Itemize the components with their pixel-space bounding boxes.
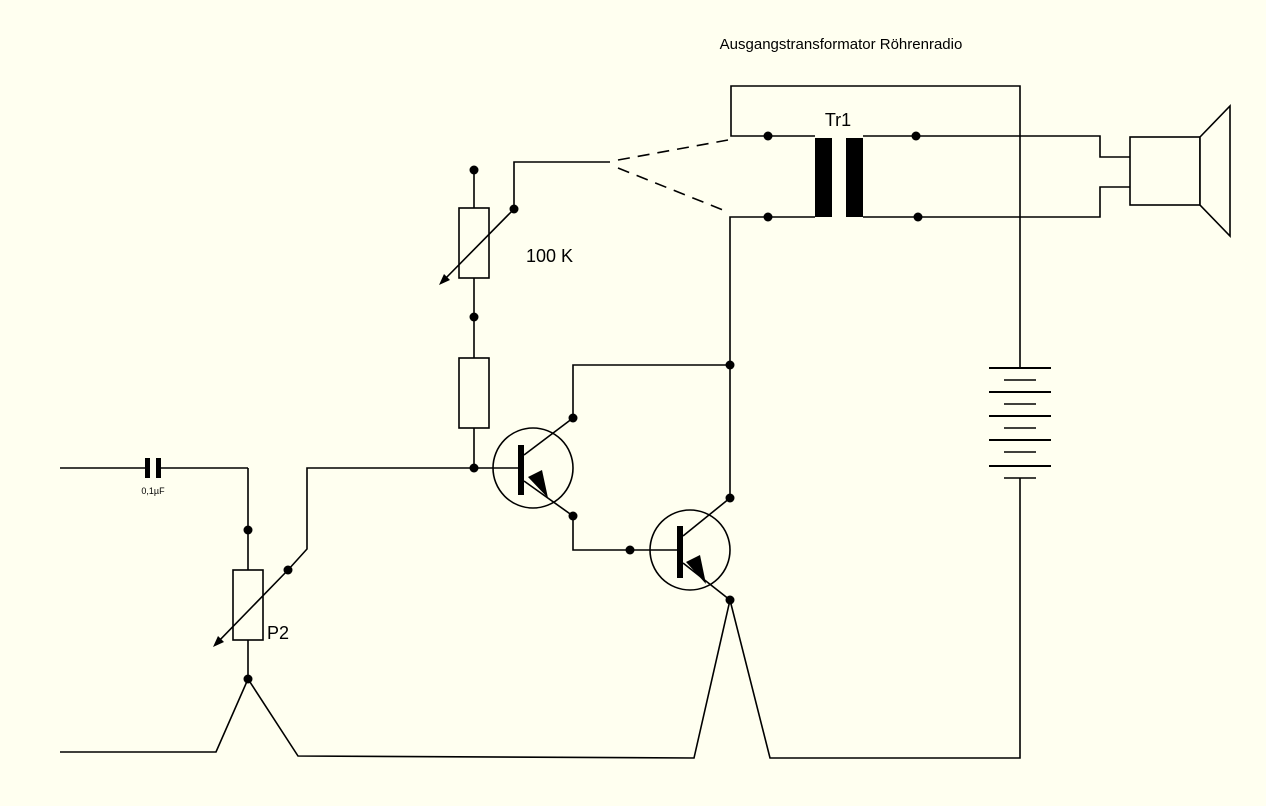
ground-return-wire — [60, 507, 1021, 759]
dashed-connection — [617, 139, 729, 213]
potentiometer-p2 — [213, 467, 474, 679]
capacitor-symbol — [145, 458, 161, 478]
battery-symbol — [989, 367, 1051, 507]
resistor-label: 100 K — [526, 246, 573, 266]
potentiometer-label: P2 — [267, 623, 289, 643]
transistor-wiring — [572, 216, 768, 551]
variable-resistor-100k — [439, 161, 610, 317]
input-wire — [60, 467, 249, 530]
transformer-label: Tr1 — [825, 110, 851, 130]
junction-dots — [243, 131, 923, 684]
speaker-icon — [1129, 104, 1231, 238]
diagram-title: Ausgangstransformator Röhrenradio — [720, 36, 963, 53]
transformer-tr1 — [730, 85, 1130, 368]
transistor-1 — [474, 417, 574, 517]
transistor-2 — [630, 497, 731, 601]
fixed-resistor — [458, 317, 490, 468]
capacitor-label: 0,1µF — [141, 486, 165, 496]
